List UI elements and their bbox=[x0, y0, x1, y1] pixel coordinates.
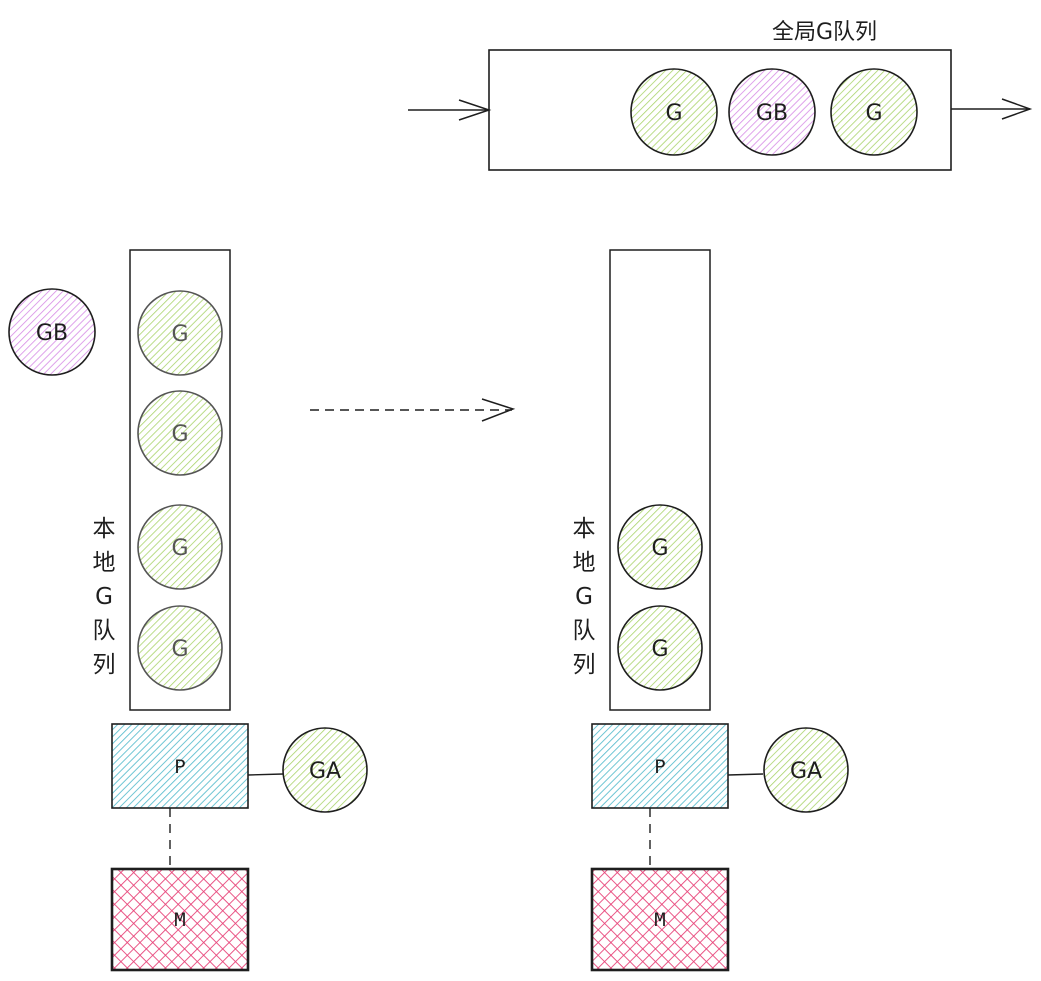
local-queue-label: 本 地 G 队 列 bbox=[569, 512, 599, 682]
local-queue-label-char: 本 bbox=[572, 516, 596, 542]
goroutine-label: G bbox=[171, 637, 188, 662]
local-queue-label-char: G bbox=[95, 584, 113, 610]
goroutine-circle bbox=[8, 288, 96, 376]
goroutine-circle bbox=[630, 68, 718, 156]
after-state: G G P GA M bbox=[590, 249, 849, 972]
processor-label: P bbox=[174, 756, 185, 778]
goroutine: G bbox=[137, 390, 223, 476]
goroutine-label: G bbox=[171, 536, 188, 561]
goroutine-circle bbox=[617, 504, 703, 590]
goroutine-label: G bbox=[665, 101, 682, 126]
global-queue-box bbox=[488, 49, 952, 171]
goroutine: G bbox=[137, 504, 223, 590]
goroutine-gb: GB bbox=[8, 288, 96, 376]
processor-label: P bbox=[654, 756, 665, 778]
goroutine-label: G bbox=[865, 101, 882, 126]
goroutine-circle bbox=[282, 727, 368, 813]
goroutine-label: GB bbox=[36, 321, 68, 346]
processor-box bbox=[111, 723, 249, 809]
processor-box bbox=[591, 723, 729, 809]
goroutine: G bbox=[617, 605, 703, 691]
goroutine-label: GA bbox=[790, 759, 822, 784]
goroutine-circle bbox=[617, 605, 703, 691]
goroutine-label: GB bbox=[756, 101, 788, 126]
local-queue-label-char: 地 bbox=[92, 550, 116, 576]
local-queue-box bbox=[609, 249, 711, 711]
goroutine: G bbox=[137, 605, 223, 691]
goroutine-circle bbox=[137, 390, 223, 476]
goroutine: G bbox=[630, 68, 718, 156]
local-queue-label-char: G bbox=[575, 584, 593, 610]
machine-box bbox=[590, 867, 730, 972]
goroutine: G bbox=[137, 290, 223, 376]
global-queue: G GB G bbox=[408, 49, 1033, 171]
goroutine-label: G bbox=[651, 637, 668, 662]
local-queue-label-char: 本 bbox=[92, 516, 116, 542]
global-queue-title: 全局G队列 bbox=[772, 20, 878, 45]
goroutine-circle bbox=[763, 727, 849, 813]
transition-arrow bbox=[310, 398, 516, 422]
dequeue-arrow-head-icon bbox=[1001, 98, 1033, 120]
processor-running-link bbox=[727, 773, 764, 776]
transition-arrow-head-icon bbox=[481, 398, 516, 422]
local-queue-label: 本 地 G 队 列 bbox=[89, 512, 119, 682]
goroutine: G bbox=[830, 68, 918, 156]
goroutine-circle bbox=[137, 290, 223, 376]
goroutine-label: GA bbox=[309, 759, 341, 784]
local-queue-box bbox=[129, 249, 231, 711]
machine-box bbox=[110, 867, 250, 972]
goroutine: GA bbox=[282, 727, 368, 813]
goroutine-circle bbox=[830, 68, 918, 156]
local-queue-label-char: 队 bbox=[572, 618, 596, 644]
local-queue-label-char: 列 bbox=[572, 652, 596, 678]
goroutine-circle bbox=[137, 605, 223, 691]
goroutine: G bbox=[617, 504, 703, 590]
goroutine-label: G bbox=[651, 536, 668, 561]
before-state: GB G G G G P GA M bbox=[8, 249, 368, 972]
machine-label: M bbox=[174, 909, 185, 931]
goroutine-label: G bbox=[171, 422, 188, 447]
local-queue-label-char: 列 bbox=[92, 652, 116, 678]
local-queue-label-char: 队 bbox=[92, 618, 116, 644]
processor-running-link bbox=[247, 773, 284, 776]
goroutine-label: G bbox=[171, 322, 188, 347]
local-queue-label-char: 地 bbox=[572, 550, 596, 576]
goroutine-circle bbox=[137, 504, 223, 590]
goroutine-gb: GB bbox=[728, 68, 816, 156]
goroutine: GA bbox=[763, 727, 849, 813]
goroutine-circle bbox=[728, 68, 816, 156]
machine-label: M bbox=[654, 909, 665, 931]
